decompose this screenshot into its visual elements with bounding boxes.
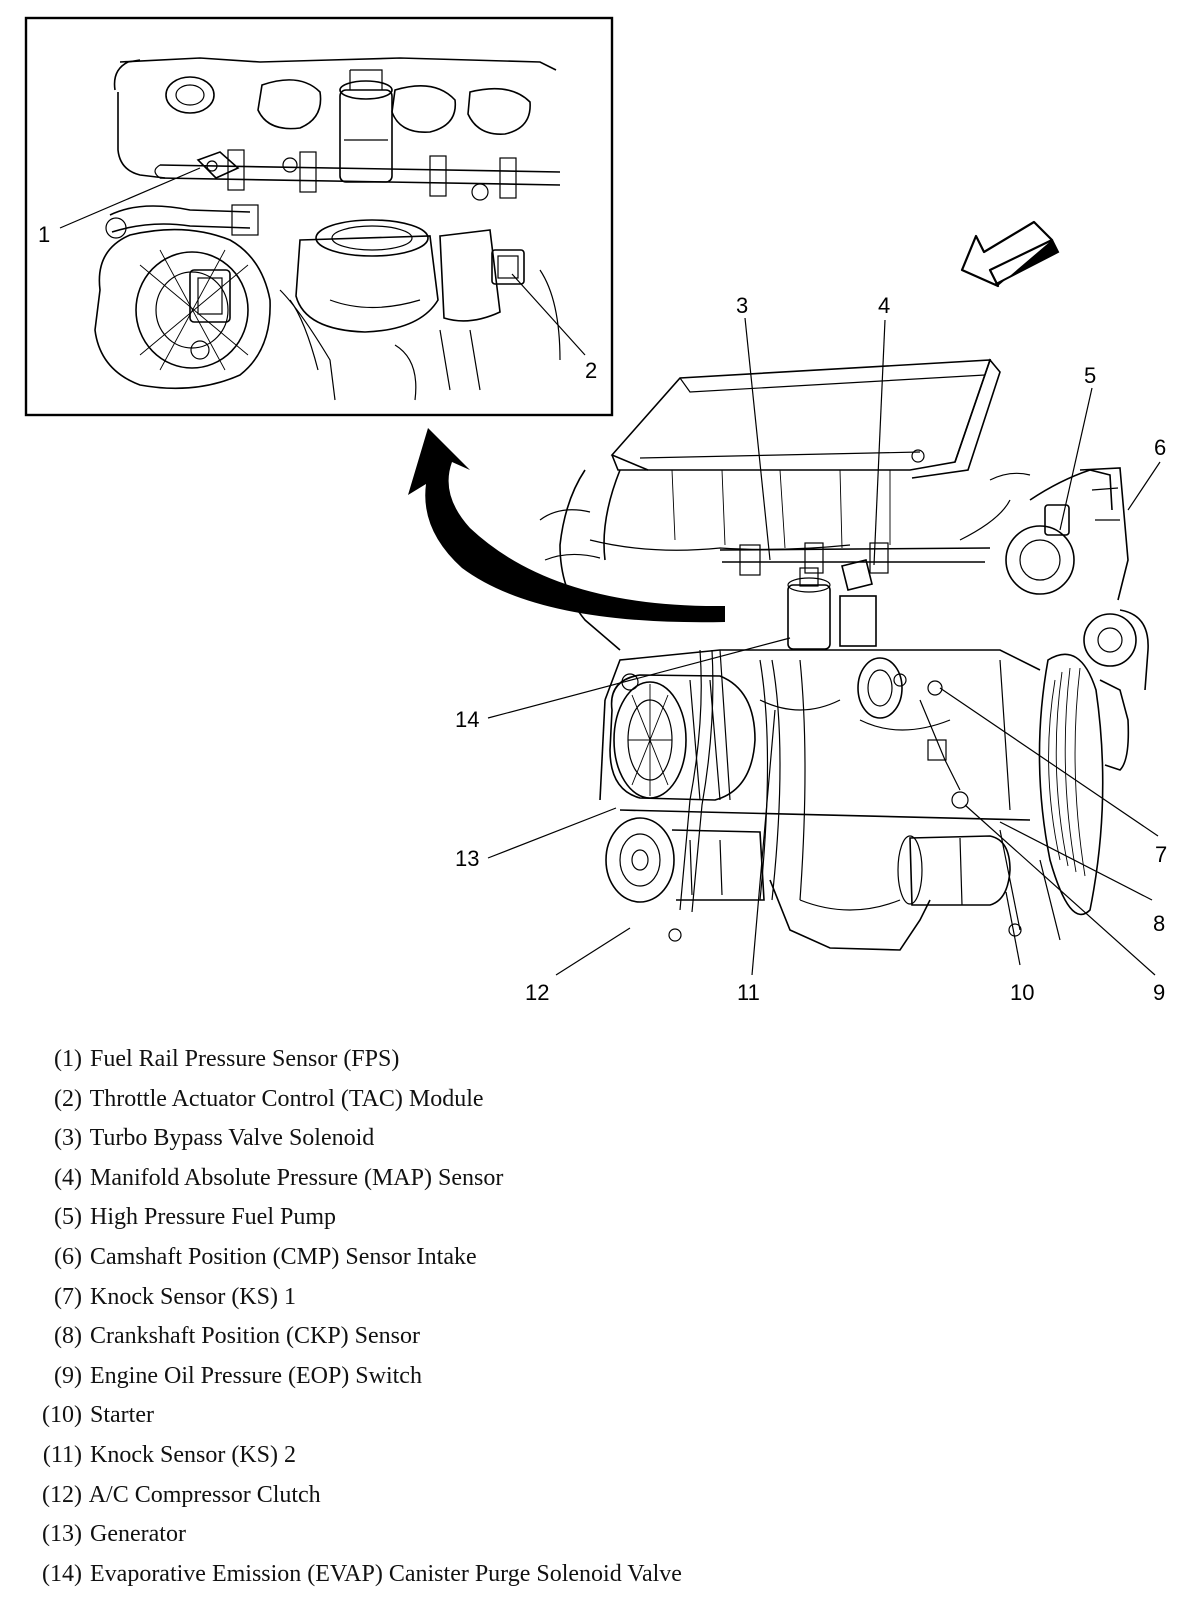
callout-9: 9 [1153,980,1165,1005]
legend-item: (5) High Pressure Fuel Pump [28,1198,1178,1238]
callout-7: 7 [1155,842,1167,867]
callout-leader-11 [751,709,776,976]
legend-number: (4) [54,1164,82,1191]
legend-label: Camshaft Position (CMP) Sensor Intake [90,1243,477,1270]
legend-label: Manifold Absolute Pressure (MAP) Sensor [90,1164,504,1191]
legend-item: (3) Turbo Bypass Valve Solenoid [28,1119,1178,1159]
callout-leader-2 [511,273,586,356]
callout-leader-13 [487,807,617,859]
callout-14: 14 [455,707,479,732]
legend-number: (8) [54,1323,82,1350]
legend-number: (14) [42,1560,82,1587]
callout-4: 4 [878,293,890,318]
legend-item: (14) Evaporative Emission (EVAP) Caniste… [28,1555,1178,1595]
callout-6: 6 [1154,435,1166,460]
callout-leader-9 [964,804,1156,976]
callout-13: 13 [455,846,479,871]
legend-label: Knock Sensor (KS) 1 [90,1283,296,1310]
main-callouts: 3 4 5 6 7 8 9 10 11 12 13 14 [455,293,1167,1005]
legend-number: (2) [54,1085,82,1112]
legend-number: (3) [54,1125,82,1152]
callout-leader-8 [999,821,1153,901]
legend-number: (11) [42,1441,82,1468]
view-direction-arrow-icon [960,220,1060,288]
engine-component-diagram: 1 2 [24,16,1167,1005]
legend-label: Fuel Rail Pressure Sensor (FPS) [90,1046,400,1072]
detail-pointer-arrow-icon [408,428,725,623]
legend-item: (4) Manifold Absolute Pressure (MAP) Sen… [28,1159,1178,1199]
legend-item: (2) Throttle Actuator Control (TAC) Modu… [28,1080,1178,1120]
legend-item: (8) Crankshaft Position (CKP) Sensor [28,1317,1178,1357]
callout-leader-4 [873,319,886,566]
callout-8: 8 [1153,911,1165,936]
callout-leader-10 [1005,891,1021,966]
detail-inset: 1 2 [24,16,614,417]
callout-leader-3 [744,317,771,561]
legend-number: (6) [54,1243,82,1270]
legend-item: (7) Knock Sensor (KS) 1 [28,1278,1178,1318]
legend-label: Turbo Bypass Valve Solenoid [89,1125,375,1152]
legend-item: (10) Starter [28,1396,1178,1436]
legend-label: Starter [90,1402,154,1429]
legend-label: Knock Sensor (KS) 2 [90,1441,296,1468]
engine-main-drawing [539,358,1149,951]
legend-label: High Pressure Fuel Pump [90,1204,336,1231]
legend-item: (11) Knock Sensor (KS) 2 [28,1436,1178,1476]
legend-label: Throttle Actuator Control (TAC) Module [89,1085,484,1112]
legend-number: (9) [54,1362,82,1389]
legend-number: (7) [54,1283,82,1310]
component-legend: (1) Fuel Rail Pressure Sensor (FPS) (2) … [28,1040,1178,1594]
legend-label: Generator [90,1521,186,1548]
legend-number: (5) [54,1204,82,1231]
callout-leader-14 [487,637,791,719]
legend-number: (13) [42,1521,82,1548]
detail-inset-drawing [94,57,561,401]
callout-leader-12 [555,927,631,976]
legend-label: Evaporative Emission (EVAP) Canister Pur… [90,1560,682,1587]
callout-2: 2 [585,358,597,383]
legend-number: (12) [42,1481,82,1508]
callout-leader-1 [59,167,201,229]
legend-item: (12) A/C Compressor Clutch [28,1476,1178,1516]
callout-leader-6 [1127,461,1161,511]
callout-3: 3 [736,293,748,318]
legend-item: (1) Fuel Rail Pressure Sensor (FPS) [28,1040,1178,1080]
callout-leader-7 [939,687,1159,837]
callout-10: 10 [1010,980,1034,1005]
callout-5: 5 [1084,363,1096,388]
callout-1: 1 [38,222,50,247]
legend-item: (6) Camshaft Position (CMP) Sensor Intak… [28,1238,1178,1278]
legend-number: (1) [54,1046,82,1072]
callout-11: 11 [737,980,760,1005]
legend-label: Engine Oil Pressure (EOP) Switch [90,1362,422,1389]
legend-label: A/C Compressor Clutch [88,1481,321,1508]
legend-item: (9) Engine Oil Pressure (EOP) Switch [28,1357,1178,1397]
legend-item: (13) Generator [28,1515,1178,1555]
callout-leader-5 [1059,387,1093,531]
callout-12: 12 [525,980,549,1005]
legend-number: (10) [42,1402,82,1429]
legend-label: Crankshaft Position (CKP) Sensor [90,1323,420,1350]
